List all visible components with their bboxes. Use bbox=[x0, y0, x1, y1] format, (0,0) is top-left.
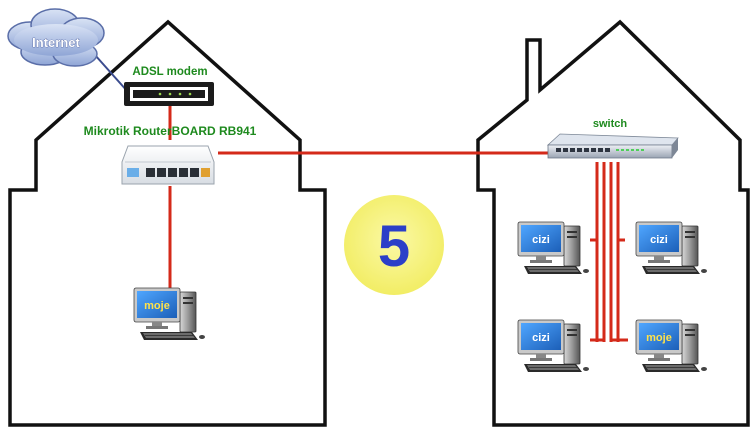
cable-bundle bbox=[590, 162, 628, 342]
computer-top-right: cizi bbox=[635, 221, 708, 275]
computer-bottom-right: moje bbox=[635, 319, 708, 373]
computer-home-left: moje bbox=[133, 287, 206, 341]
scenario-badge: 5 bbox=[344, 195, 444, 295]
computer-bottom-left: cizi bbox=[517, 319, 590, 373]
internet-label: Internet bbox=[32, 35, 80, 50]
network-switch bbox=[546, 133, 679, 159]
computer-top-left: cizi bbox=[517, 221, 590, 275]
computer-screen-label: cizi bbox=[532, 332, 550, 344]
house-left bbox=[8, 19, 327, 427]
cable-internet-modem bbox=[94, 54, 129, 93]
modem-label: ADSL modem bbox=[132, 66, 207, 78]
computer-screen-label: moje bbox=[646, 332, 672, 344]
cables bbox=[168, 106, 628, 342]
computer-screen-label: moje bbox=[144, 300, 170, 312]
router-label: Mikrotik RouterBOARD RB941 bbox=[84, 124, 257, 138]
switch-label: switch bbox=[593, 118, 628, 130]
computer-screen-label: cizi bbox=[532, 234, 550, 246]
mikrotik-router bbox=[121, 145, 215, 185]
adsl-modem bbox=[124, 82, 214, 106]
scenario-number: 5 bbox=[378, 214, 410, 279]
house-left-outline bbox=[8, 19, 327, 427]
internet-cloud: Internet bbox=[7, 8, 105, 67]
computer-screen-label: cizi bbox=[650, 234, 668, 246]
